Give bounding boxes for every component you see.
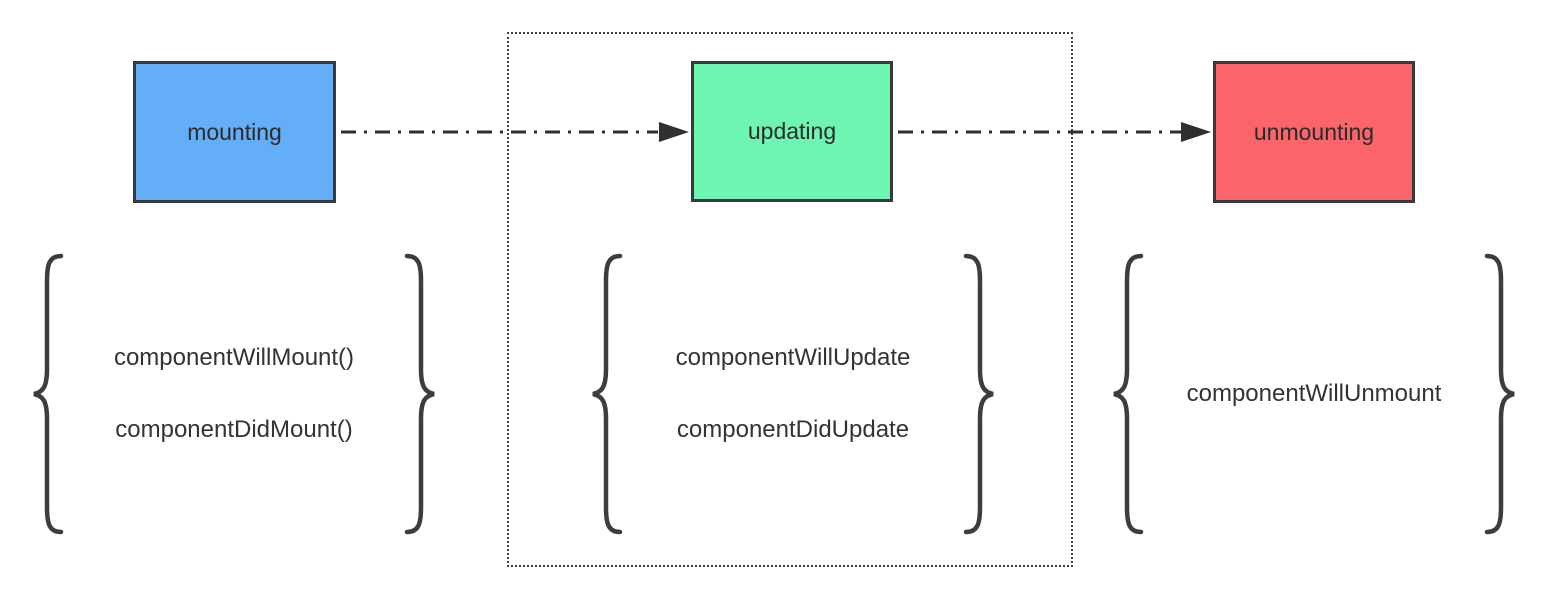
stage-box-unmounting: unmounting — [1213, 61, 1415, 203]
left-brace-icon — [592, 253, 623, 535]
method-text: componentWillMount() — [113, 344, 355, 371]
unmounting-methods-group: componentWillUnmount — [1108, 253, 1520, 535]
mounting-methods-group: componentWillMount() componentDidMount() — [28, 253, 440, 535]
updating-methods: componentWillUpdate componentDidUpdate — [627, 253, 959, 535]
left-brace-icon — [1113, 253, 1144, 535]
stage-label-unmounting: unmounting — [1253, 118, 1375, 145]
mounting-methods: componentWillMount() componentDidMount() — [68, 253, 400, 535]
stage-box-updating: updating — [691, 61, 893, 202]
method-text: componentDidMount() — [115, 416, 353, 443]
right-brace-icon — [963, 253, 994, 535]
arrowhead-icon-2 — [1181, 122, 1211, 142]
method-text: componentWillUnmount — [1186, 380, 1442, 407]
updating-dotted-region — [507, 32, 1073, 567]
stage-label-mounting: mounting — [187, 118, 282, 145]
unmounting-methods: componentWillUnmount — [1148, 253, 1480, 535]
right-brace-icon — [404, 253, 435, 535]
stage-box-mounting: mounting — [133, 61, 336, 203]
method-text: componentWillUpdate — [675, 344, 911, 371]
right-brace-icon — [1484, 253, 1515, 535]
left-brace-icon — [33, 253, 64, 535]
stage-label-updating: updating — [747, 118, 837, 144]
method-text: componentDidUpdate — [676, 416, 910, 443]
updating-methods-group: componentWillUpdate componentDidUpdate — [587, 253, 999, 535]
